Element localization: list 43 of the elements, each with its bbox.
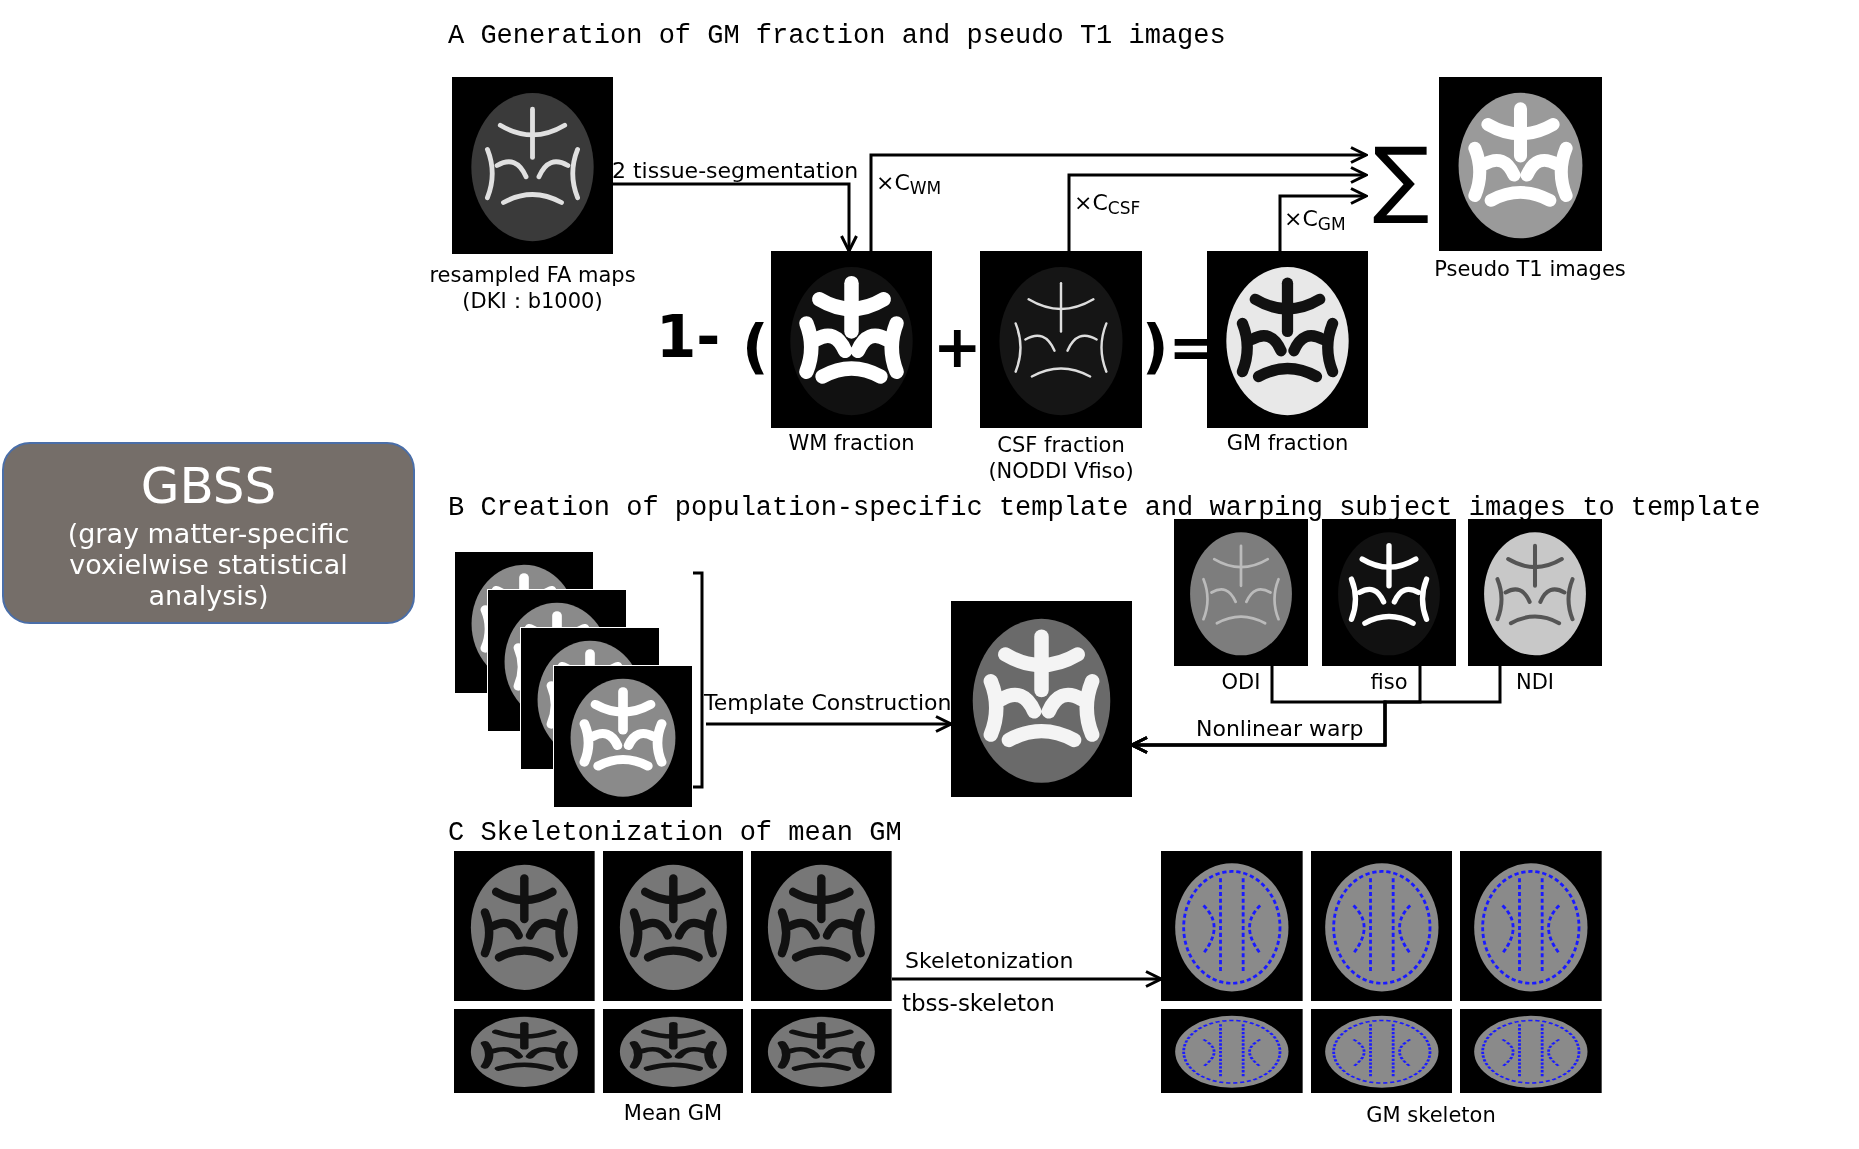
brain-scan-image: [1468, 519, 1602, 666]
math-operator: 1-: [656, 308, 721, 366]
arrow: [1278, 187, 1368, 251]
arrow: [613, 182, 858, 253]
edge-label: Skeletonization: [905, 950, 1074, 972]
edge-label: Template Construction: [704, 692, 952, 714]
brain-scan-image: [1174, 519, 1308, 666]
brain-scan-image: [771, 251, 932, 428]
edge-label: Nonlinear warp: [1196, 718, 1364, 740]
box-title: GBSS: [140, 456, 277, 518]
brain-scan-image: [1439, 77, 1602, 251]
arrow: [869, 146, 1368, 251]
image-caption: GM fraction: [1225, 430, 1350, 457]
image-caption: GM skeleton: [1365, 1102, 1497, 1129]
brain-scan-image: [452, 77, 613, 254]
arrow: [892, 970, 1163, 988]
edge-label: ×C$_{CSF}$: [1074, 192, 1141, 214]
method-label: tbss-skeleton: [902, 989, 1055, 1018]
section-heading: B Creation of population-specific template and warping subject images to template: [448, 492, 1761, 525]
edge-label: 2 tissue-segmentation: [612, 160, 859, 182]
image-caption: Pseudo T1 images: [1433, 256, 1627, 283]
arrow: [1067, 166, 1368, 251]
edge-label: ×C$_{GM}$: [1284, 208, 1346, 230]
brain-scan-image: [951, 601, 1132, 797]
edge-label: ×C$_{WM}$: [876, 172, 942, 194]
image-caption: Mean GM: [622, 1100, 724, 1127]
brain-scan-image: [1207, 251, 1368, 428]
image-caption: resampled FA maps (DKI：b1000): [428, 262, 637, 315]
math-operator: (: [742, 318, 769, 376]
box-description: (gray matter-specific voxielwise statistical analysis): [66, 517, 351, 611]
brain-scan-image: [1322, 519, 1456, 666]
arrow: [706, 715, 953, 733]
image-caption: NDI: [1514, 669, 1556, 696]
image-caption: CSF fraction (NODDI Vfiso): [987, 432, 1135, 485]
title-box: [2, 442, 415, 624]
image-caption: ODI: [1220, 669, 1262, 696]
section-heading: A Generation of GM fraction and pseudo T1 images: [448, 20, 1226, 53]
sum-symbol: ∑: [1366, 132, 1436, 224]
image-caption: WM fraction: [787, 430, 916, 457]
image-caption: fiso: [1369, 669, 1409, 696]
math-operator: +: [933, 318, 982, 376]
section-heading: C Skeletonization of mean GM: [448, 817, 902, 850]
brain-scan-image: [980, 251, 1142, 428]
